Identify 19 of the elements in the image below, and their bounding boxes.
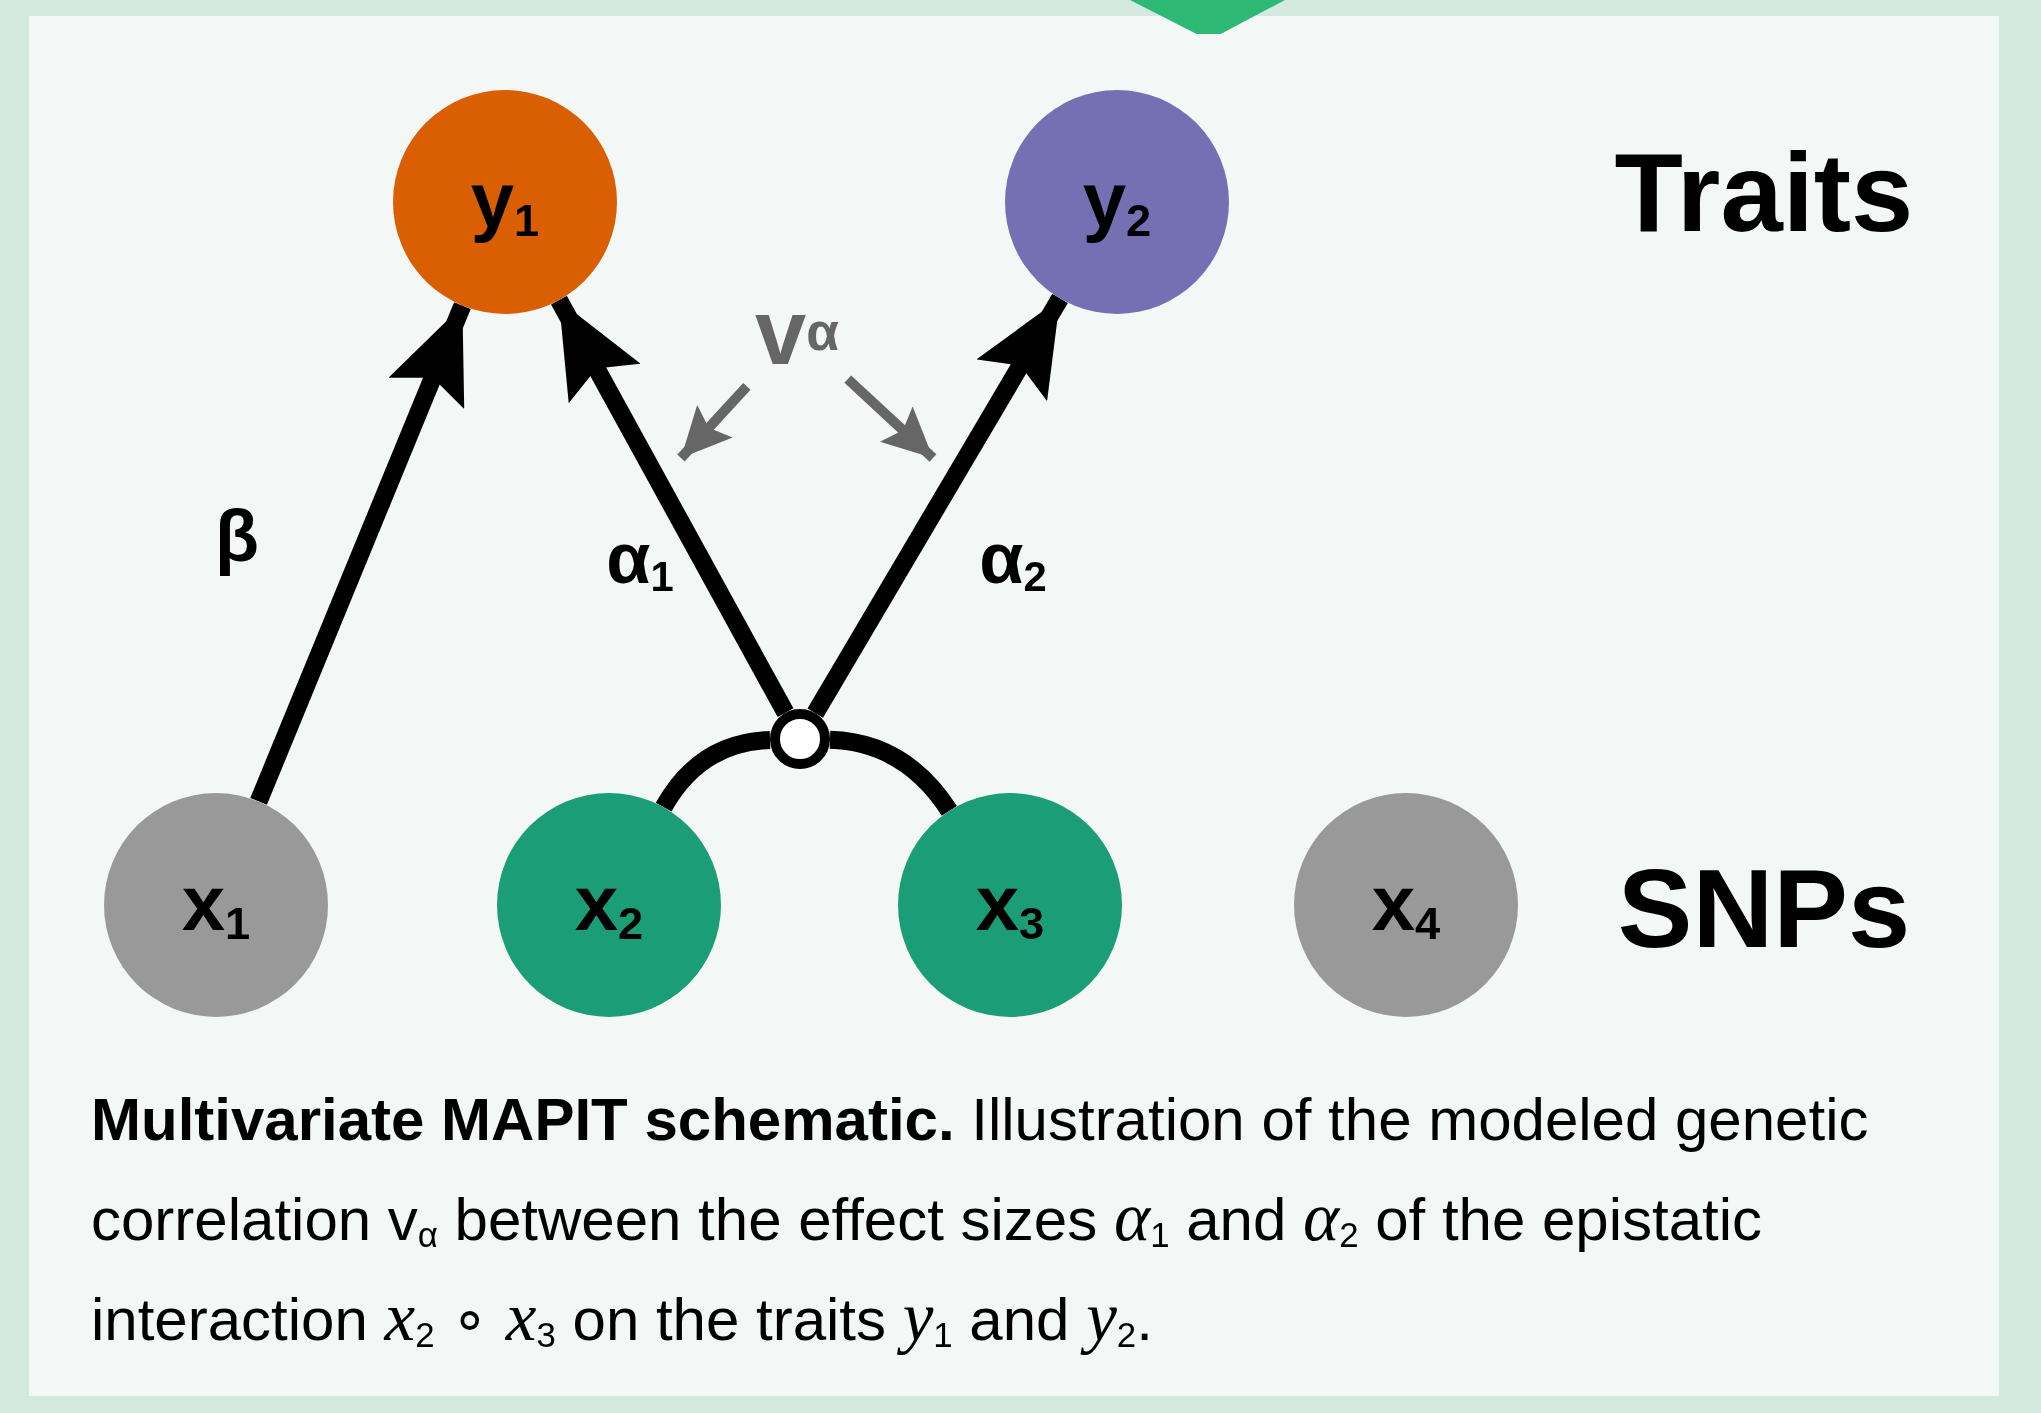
node-label: x$_{4}$: [1371, 863, 1441, 947]
row-heading: Traits: [1614, 137, 1914, 249]
effect-arrow: [551, 295, 794, 718]
interaction-line: [829, 730, 957, 816]
pointer-arrow: [844, 375, 937, 462]
row-heading: SNPs: [1617, 853, 1911, 965]
node-label: x$_{3}$: [975, 863, 1045, 947]
effect-arrow: [807, 293, 1068, 718]
node-label: y$_{1}$: [470, 160, 540, 244]
edge-label: α$_{2}$: [979, 521, 1047, 599]
chevron-mark: [1130, 0, 1285, 34]
caption: Multivariate MAPIT schematic. Illustration of the modeled genetic correlation v$_{α}$ between the effect sizes α$_{1}$ and α$_{2}$ of the epistatic interaction x$_{2}$ ∘ x$_{3}$ on the traits y$_{1}$ and y$_{2}$.: [91, 1085, 1870, 1357]
edge-label: α$_{1}$: [606, 521, 674, 599]
node-label: y$_{2}$: [1082, 160, 1152, 244]
pointer-arrow: [677, 383, 751, 462]
node-label: x$_{2}$: [574, 863, 644, 947]
effect-arrow: [250, 302, 471, 805]
interaction-line: [655, 730, 771, 812]
node-label: x$_{1}$: [181, 863, 251, 947]
